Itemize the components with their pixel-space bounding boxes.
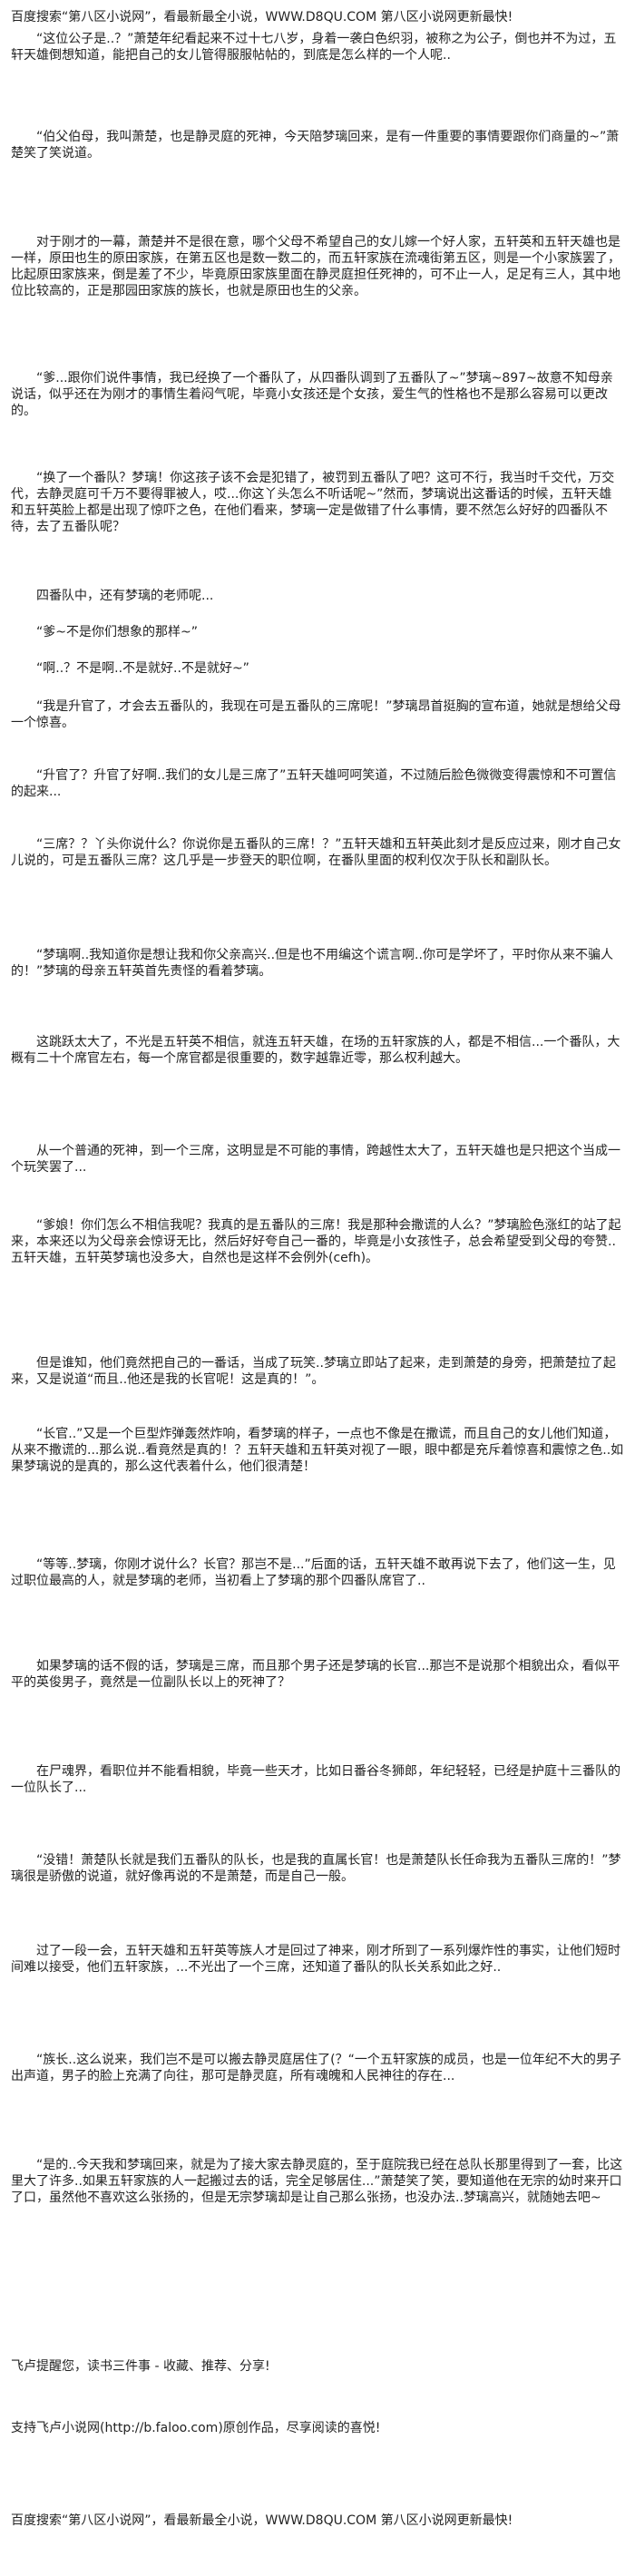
promo-line: 飞卢提醒您，读书三件事 - 收藏、推荐、分享!	[11, 2359, 270, 2374]
paragraph-14: 从一个普通的死神，到一个三席，这明显是不可能的事情，跨越性太大了，五轩天雄也是只…	[11, 1144, 620, 1175]
paragraph-7: “爹~不是你们想象的那样~”	[36, 625, 198, 639]
paragraph-15: “爹娘！你们怎么不相信我呢？我真的是五番队的三席！我是那种会撒谎的人么？”梦璃脸…	[11, 1218, 621, 1265]
paragraph-1: “这位公子是..？”萧楚年纪看起来不过十七八岁，身着一袭白色织羽，被称之为公子，…	[11, 32, 617, 63]
paragraph-21: “没错！萧楚队长就是我们五番队的队长，也是我的直属长官！也是萧楚队长任命我为五番…	[11, 1853, 621, 1884]
paragraph-9: “我是升官了，才会去五番队的，我现在可是五番队的三席呢！”梦璃昂首挺胸的宣布道，…	[11, 699, 621, 730]
footer-banner: 百度搜索“第八区小说网”，看最新最全小说，WWW.D8QU.COM 第八区小说网…	[11, 2513, 513, 2528]
paragraph-17: “长官..”又是一个巨型炸弹轰然炸响，看梦璃的样子，一点也不像是在撒谎，而且自己…	[11, 1427, 624, 1474]
paragraph-4: “爹...跟你们说件事情，我已经换了一个番队了，从四番队调到了五番队了~”梦璃~…	[11, 371, 613, 418]
paragraph-6: 四番队中，还有梦璃的老师呢...	[36, 589, 214, 603]
paragraph-23: “族长..这么说来，我们岂不是可以搬去静灵庭居住了(？“一个五轩家族的成员，也是…	[11, 2053, 621, 2083]
paragraph-8: “啊..？不是啊..不是就好..不是就好~”	[36, 661, 249, 676]
paragraph-22: 过了一段一会，五轩天雄和五轩英等族人才是回过了神来，刚才所到了一系列爆炸性的事实…	[11, 1944, 620, 1975]
paragraph-24: “是的..今天我和梦璃回来，就是为了接大家去静灵庭的，至于庭院我已经在总队长那里…	[11, 2158, 623, 2205]
paragraph-20: 在尸魂界，看职位并不能看相貌，毕竟一些天才，比如日番谷冬狮郎，年纪轻轻，已经是护…	[11, 1764, 620, 1795]
paragraph-18: “等等..梦璃，你刚才说什么？长官？那岂不是...”后面的话，五轩天雄不敢再说下…	[11, 1557, 616, 1588]
paragraph-16: 但是谁知，他们竟然把自己的一番话，当成了玩笑..梦璃立即站了起来，走到萧楚的身旁…	[11, 1356, 616, 1387]
paragraph-12: “梦璃啊..我知道你是想让我和你父亲高兴..但是也不用编这个谎言啊..你可是学坏…	[11, 948, 613, 979]
paragraph-19: 如果梦璃的话不假的话，梦璃是三席，而且那个男子还是梦璃的长官...那岂不是说那个…	[11, 1659, 620, 1690]
support-line: 支持飞卢小说网(http://b.faloo.com)原创作品，尽享阅读的喜悦!	[11, 2421, 381, 2435]
paragraph-13: 这跳跃太大了，不光是五轩英不相信，就连五轩天雄，在场的五轩家族的人，都是不相信.…	[11, 1035, 620, 1066]
paragraph-3: 对于刚才的一幕，萧楚并不是很在意，哪个父母不希望自己的女儿嫁一个好人家，五轩英和…	[11, 235, 620, 298]
header-banner: 百度搜索“第八区小说网”，看最新最全小说，WWW.D8QU.COM 第八区小说网…	[11, 10, 513, 24]
paragraph-2: “伯父伯母，我叫萧楚，也是静灵庭的死神，今天陪梦璃回来，是有一件重要的事情要跟你…	[11, 130, 620, 161]
paragraph-10: “升官了？升官了好啊..我们的女儿是三席了”五轩天雄呵呵笑道，不过随后脸色微微变…	[11, 768, 617, 799]
paragraph-11: “三席？？丫头你说什么？你说你是五番队的三席！？”五轩天雄和五轩英此刻才是反应过…	[11, 837, 621, 868]
paragraph-5: “换了一个番队？梦璃！你这孩子该不会是犯错了，被罚到五番队了吧？这可不行，我当时…	[11, 471, 615, 534]
